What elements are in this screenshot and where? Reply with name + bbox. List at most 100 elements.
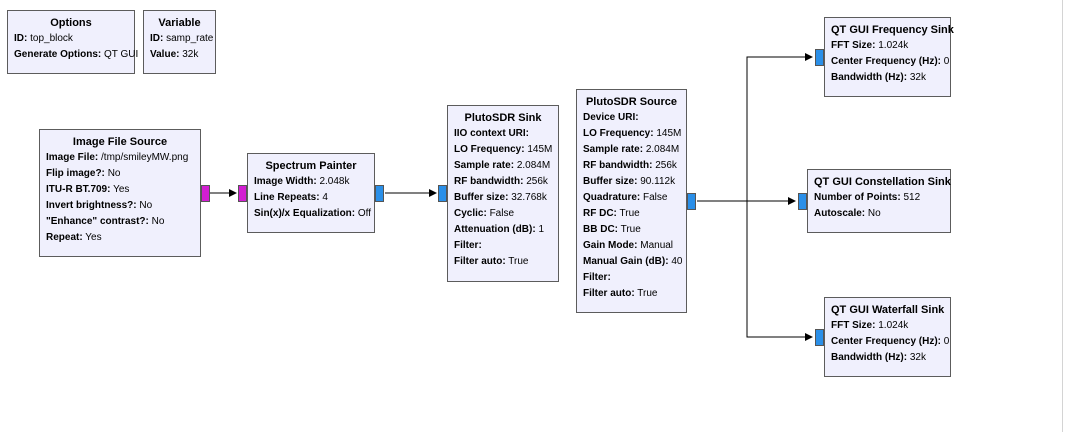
param-key: Sin(x)/x Equalization: [254,208,356,219]
painter-out-port[interactable] [375,185,384,202]
param-row: Center Frequency (Hz): 0 [831,334,949,350]
param-key: LO Frequency: [583,128,654,139]
block-title: PlutoSDR Sink [464,112,542,124]
param-row: Gain Mode: Manual [583,238,680,254]
param-value: top_block [30,33,73,44]
param-row: RF bandwidth: 256k [454,174,552,190]
param-value: QT GUI [104,49,139,60]
variable-block[interactable]: Variable ID: samp_rate Value: 32k [143,10,216,74]
param-value: Manual [640,240,674,251]
param-row: ID: top_block [14,31,128,47]
param-key: Image File: [46,152,99,163]
image-source-out-port[interactable] [201,185,210,202]
image-file-source-block[interactable]: Image File Source Image File: /tmp/smile… [39,129,201,257]
param-row: Center Frequency (Hz): 0 [831,54,949,70]
param-row: Repeat: Yes [46,230,194,246]
param-row: Manual Gain (dB): 40 [583,254,683,270]
param-value: 256k [655,160,677,171]
param-row: Filter: [454,238,552,254]
param-key: Bandwidth (Hz): [831,352,908,363]
param-value: 512 [903,192,921,203]
block-title: Options [50,17,92,29]
param-key: ITU-R BT.709: [46,184,111,195]
param-row: RF DC: True [583,206,680,222]
wire-source-to-waterfall[interactable] [746,201,813,341]
plutosdr-source-block[interactable]: PlutoSDR Source Device URI: LO Frequency… [576,89,687,313]
qt-gui-frequency-sink-block[interactable]: QT GUI Frequency Sink FFT Size: 1.024k C… [824,17,954,97]
param-value: False [489,208,515,219]
param-row: Attenuation (dB): 1 [454,222,552,238]
block-title: Variable [158,17,201,29]
param-row: Device URI: [583,110,680,126]
param-key: ID: [14,33,28,44]
plutosource-out-port[interactable] [687,193,696,210]
param-value: Off [357,208,372,219]
param-key: Quadrature: [583,192,641,203]
param-key: Buffer size: [583,176,638,187]
param-row: ID: samp_rate [150,31,213,47]
param-value: 32k [909,352,926,363]
plutosink-in-port[interactable] [438,185,447,202]
param-value: 32.768k [511,192,547,203]
param-key: LO Frequency: [454,144,525,155]
options-block[interactable]: Options ID: top_block Generate Options: … [7,10,138,74]
param-row: BB DC: True [583,222,680,238]
param-row: Generate Options: QT GUI [14,47,138,63]
block-title: QT GUI Frequency Sink [831,24,954,36]
param-value: No [867,208,881,219]
param-row: Filter: [583,270,680,286]
param-row: Line Repeats: 4 [254,190,368,206]
param-key: Value: [150,49,180,60]
constsink-in-port[interactable] [798,193,807,210]
param-key: FFT Size: [831,40,876,51]
param-key: RF bandwidth: [454,176,524,187]
param-key: Manual Gain (dB): [583,256,669,267]
param-key: Flip image?: [46,168,105,179]
param-key: Gain Mode: [583,240,638,251]
param-value: 40 [671,256,683,267]
param-value: 32k [909,72,926,83]
param-row: Cyclic: False [454,206,552,222]
param-row: FFT Size: 1.024k [831,318,944,334]
param-value: 1 [538,224,544,235]
param-row: Image File: /tmp/smileyMW.png [46,150,194,166]
param-key: Center Frequency (Hz): [831,56,942,67]
param-key: RF DC: [583,208,617,219]
param-value: 2.084M [516,160,551,171]
param-value: samp_rate [166,33,214,44]
param-key: Filter auto: [454,256,506,267]
param-key: Invert brightness?: [46,200,137,211]
param-row: Bandwidth (Hz): 32k [831,70,944,86]
param-row: Quadrature: False [583,190,680,206]
param-row: LO Frequency: 145M [583,126,682,142]
wire-source-to-freqsink[interactable] [697,53,813,202]
param-row: FFT Size: 1.024k [831,38,944,54]
param-row: Flip image?: No [46,166,194,182]
param-value: No [107,168,121,179]
param-key: BB DC: [583,224,618,235]
param-row: "Enhance" contrast?: No [46,214,194,230]
param-value: Yes [85,232,102,243]
spectrum-painter-block[interactable]: Spectrum Painter Image Width: 2.048k Lin… [247,153,375,233]
param-value: Yes [113,184,130,195]
param-value: 256k [526,176,548,187]
param-value: 32k [182,49,199,60]
freqsink-in-port[interactable] [815,49,824,66]
waterfall-in-port[interactable] [815,329,824,346]
param-value: 145M [656,128,682,139]
param-key: Repeat: [46,232,83,243]
plutosdr-sink-block[interactable]: PlutoSDR Sink IIO context URI: LO Freque… [447,105,559,282]
param-key: "Enhance" contrast?: [46,216,149,227]
qt-gui-constellation-sink-block[interactable]: QT GUI Constellation Sink Number of Poin… [807,169,951,233]
param-key: Image Width: [254,176,317,187]
param-value: True [620,224,641,235]
param-value: 1.024k [878,320,909,331]
param-value: 90.112k [640,176,676,187]
param-row: RF bandwidth: 256k [583,158,680,174]
qt-gui-waterfall-sink-block[interactable]: QT GUI Waterfall Sink FFT Size: 1.024k C… [824,297,951,377]
param-row: ITU-R BT.709: Yes [46,182,194,198]
param-value: False [643,192,668,203]
param-value: 2.084M [645,144,680,155]
painter-in-port[interactable] [238,185,247,202]
